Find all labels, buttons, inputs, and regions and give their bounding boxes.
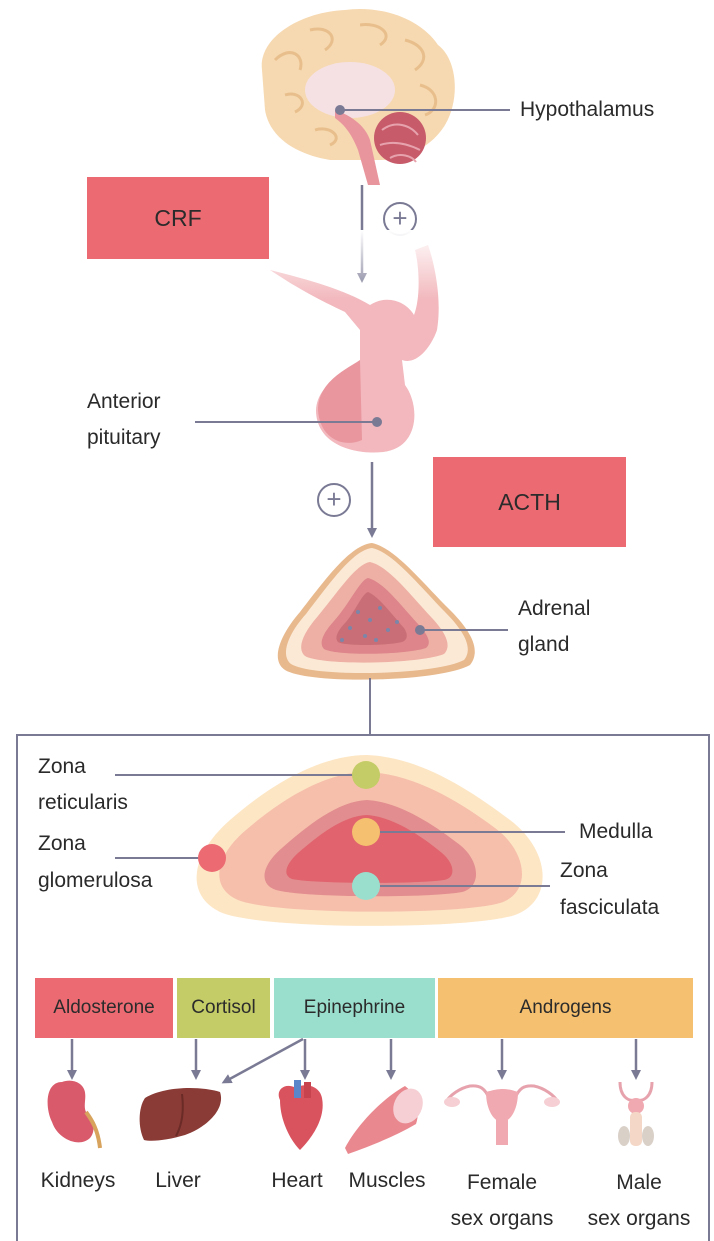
- organ-label-male-line1: Male: [572, 1168, 706, 1198]
- hormone-label-epinephrine: Epinephrine: [304, 997, 405, 1019]
- anterior-pituitary-label-line1: Anterior: [87, 387, 161, 417]
- acth-box: ACTH: [433, 457, 626, 547]
- zona-fasciculata-label-line1: Zona: [560, 856, 608, 886]
- heart-illustration: [279, 1080, 323, 1150]
- muscle-illustration: [345, 1084, 428, 1154]
- arrow-epinephrine-liver: [226, 1039, 303, 1081]
- hormone-box-androgens: Androgens: [438, 978, 693, 1038]
- hormone-box-aldosterone: Aldosterone: [35, 978, 173, 1038]
- zona-glomerulosa-label-line1: Zona: [38, 829, 86, 859]
- liver-illustration: [140, 1088, 221, 1141]
- organ-label-kidneys: Kidneys: [30, 1166, 126, 1196]
- organ-label-muscles: Muscles: [337, 1166, 437, 1196]
- acth-label: ACTH: [498, 489, 561, 516]
- hormone-box-epinephrine: Epinephrine: [274, 978, 435, 1038]
- hormone-label-androgens: Androgens: [520, 997, 612, 1019]
- anterior-pituitary-label-line2: pituitary: [87, 423, 161, 453]
- hormone-box-cortisol: Cortisol: [177, 978, 270, 1038]
- adrenal-gland-label-line1: Adrenal: [518, 594, 590, 624]
- medulla-label: Medulla: [579, 817, 653, 847]
- organ-label-female-line2: sex organs: [436, 1204, 568, 1234]
- adrenal-gland-label-line2: gland: [518, 630, 569, 660]
- kidney-illustration: [48, 1081, 100, 1148]
- adrenal-gland-illustration: [278, 543, 475, 680]
- organ-label-male-line2: sex organs: [572, 1204, 706, 1234]
- medulla-dot: [352, 818, 380, 846]
- organ-label-liver: Liver: [140, 1166, 216, 1196]
- zona-glomerulosa-label-line2: glomerulosa: [38, 866, 152, 896]
- female-organs-illustration: [444, 1086, 560, 1145]
- target-arrows: [72, 1039, 636, 1081]
- zona-reticularis-dot: [352, 761, 380, 789]
- zona-reticularis-label-line2: reticularis: [38, 788, 128, 818]
- organ-label-female-line1: Female: [436, 1168, 568, 1198]
- crf-box: CRF: [87, 177, 269, 259]
- plus-sign-1: +: [384, 203, 416, 235]
- male-organs-illustration: [618, 1082, 654, 1146]
- hypothalamus-label: Hypothalamus: [520, 95, 654, 125]
- zona-glomerulosa-dot: [198, 844, 226, 872]
- pituitary-illustration: [270, 230, 445, 453]
- plus-sign-2: +: [318, 484, 350, 516]
- zona-fasciculata-dot: [352, 872, 380, 900]
- brain-illustration: [262, 9, 455, 185]
- hormone-label-cortisol: Cortisol: [191, 997, 255, 1019]
- zona-reticularis-label-line1: Zona: [38, 752, 86, 782]
- zona-fasciculata-label-line2: fasciculata: [560, 893, 659, 923]
- hormone-label-aldosterone: Aldosterone: [53, 997, 154, 1019]
- organ-label-heart: Heart: [262, 1166, 332, 1196]
- crf-label: CRF: [154, 205, 201, 232]
